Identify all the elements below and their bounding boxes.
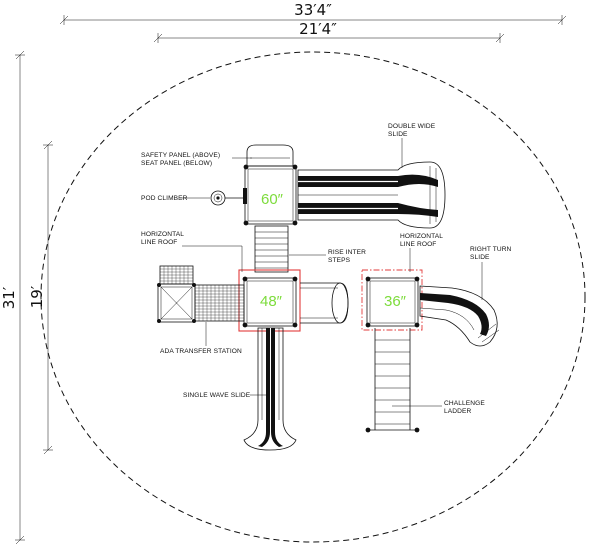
challenge-ladder [365,328,420,433]
svg-text:DOUBLE WIDE: DOUBLE WIDE [388,123,436,130]
svg-text:HORIZONTAL: HORIZONTAL [141,231,184,238]
right-turn-slide [419,285,500,347]
svg-text:RISE INTER: RISE INTER [328,249,366,256]
dimension-overall-width: 33′4″ [59,1,567,25]
svg-text:LADDER: LADDER [444,408,471,415]
overall-width-label: 33′4″ [294,1,332,19]
svg-text:LINE ROOF: LINE ROOF [400,241,436,248]
callout-challenge-ladder: CHALLENGE LADDER [392,400,485,415]
svg-text:POD CLIMBER: POD CLIMBER [141,195,188,202]
ada-transfer-station [157,265,245,323]
crawl-tunnel [300,282,349,324]
overall-depth-label: 31′ [0,286,18,309]
svg-text:HORIZONTAL: HORIZONTAL [400,233,443,240]
svg-text:SLIDE: SLIDE [470,254,490,261]
dimension-inner-width: 21′4″ [153,20,505,43]
pod-climber [210,190,243,206]
svg-text:SLIDE: SLIDE [388,131,408,138]
callout-double-wide-slide: DOUBLE WIDE SLIDE [388,123,436,168]
right-deck [361,269,423,331]
callout-right-turn-slide: RIGHT TURN SLIDE [470,246,512,300]
height-label-center-deck: 48″ [260,293,283,310]
safety-zone-boundary [40,51,586,543]
rise-inter-steps [254,225,289,273]
svg-text:STEPS: STEPS [328,257,351,264]
callout-safety-panel: SAFETY PANEL (ABOVE) SEAT PANEL (BELOW) [141,152,252,167]
svg-text:RIGHT TURN: RIGHT TURN [470,246,512,253]
svg-text:CHALLENGE: CHALLENGE [444,400,485,407]
svg-text:LINE ROOF: LINE ROOF [141,239,177,246]
svg-text:SINGLE WAVE SLIDE: SINGLE WAVE SLIDE [183,392,251,399]
inner-depth-label: 19′ [28,285,46,308]
single-wave-slide [243,327,297,451]
top-deck [243,144,298,226]
callout-pod-climber: POD CLIMBER [141,195,210,202]
callout-ada-transfer-station: ADA TRANSFER STATION [160,322,242,355]
svg-text:ADA TRANSFER STATION: ADA TRANSFER STATION [160,348,242,355]
svg-text:SEAT PANEL (BELOW): SEAT PANEL (BELOW) [141,160,212,167]
inner-width-label: 21′4″ [299,20,337,38]
callout-rise-inter-steps: RISE INTER STEPS [289,249,366,264]
dimension-inner-depth: 19′ [28,140,53,455]
dimension-overall-depth: 31′ [0,50,25,545]
callout-single-wave-slide: SINGLE WAVE SLIDE [183,392,270,399]
svg-text:SAFETY PANEL (ABOVE): SAFETY PANEL (ABOVE) [141,152,220,159]
callout-horizontal-roof-left: HORIZONTAL LINE ROOF [141,231,243,272]
callout-horizontal-roof-right: HORIZONTAL LINE ROOF [400,233,443,272]
height-label-right-deck: 36″ [384,293,407,310]
double-wide-slide [297,161,446,229]
height-label-top-deck: 60″ [261,191,284,208]
